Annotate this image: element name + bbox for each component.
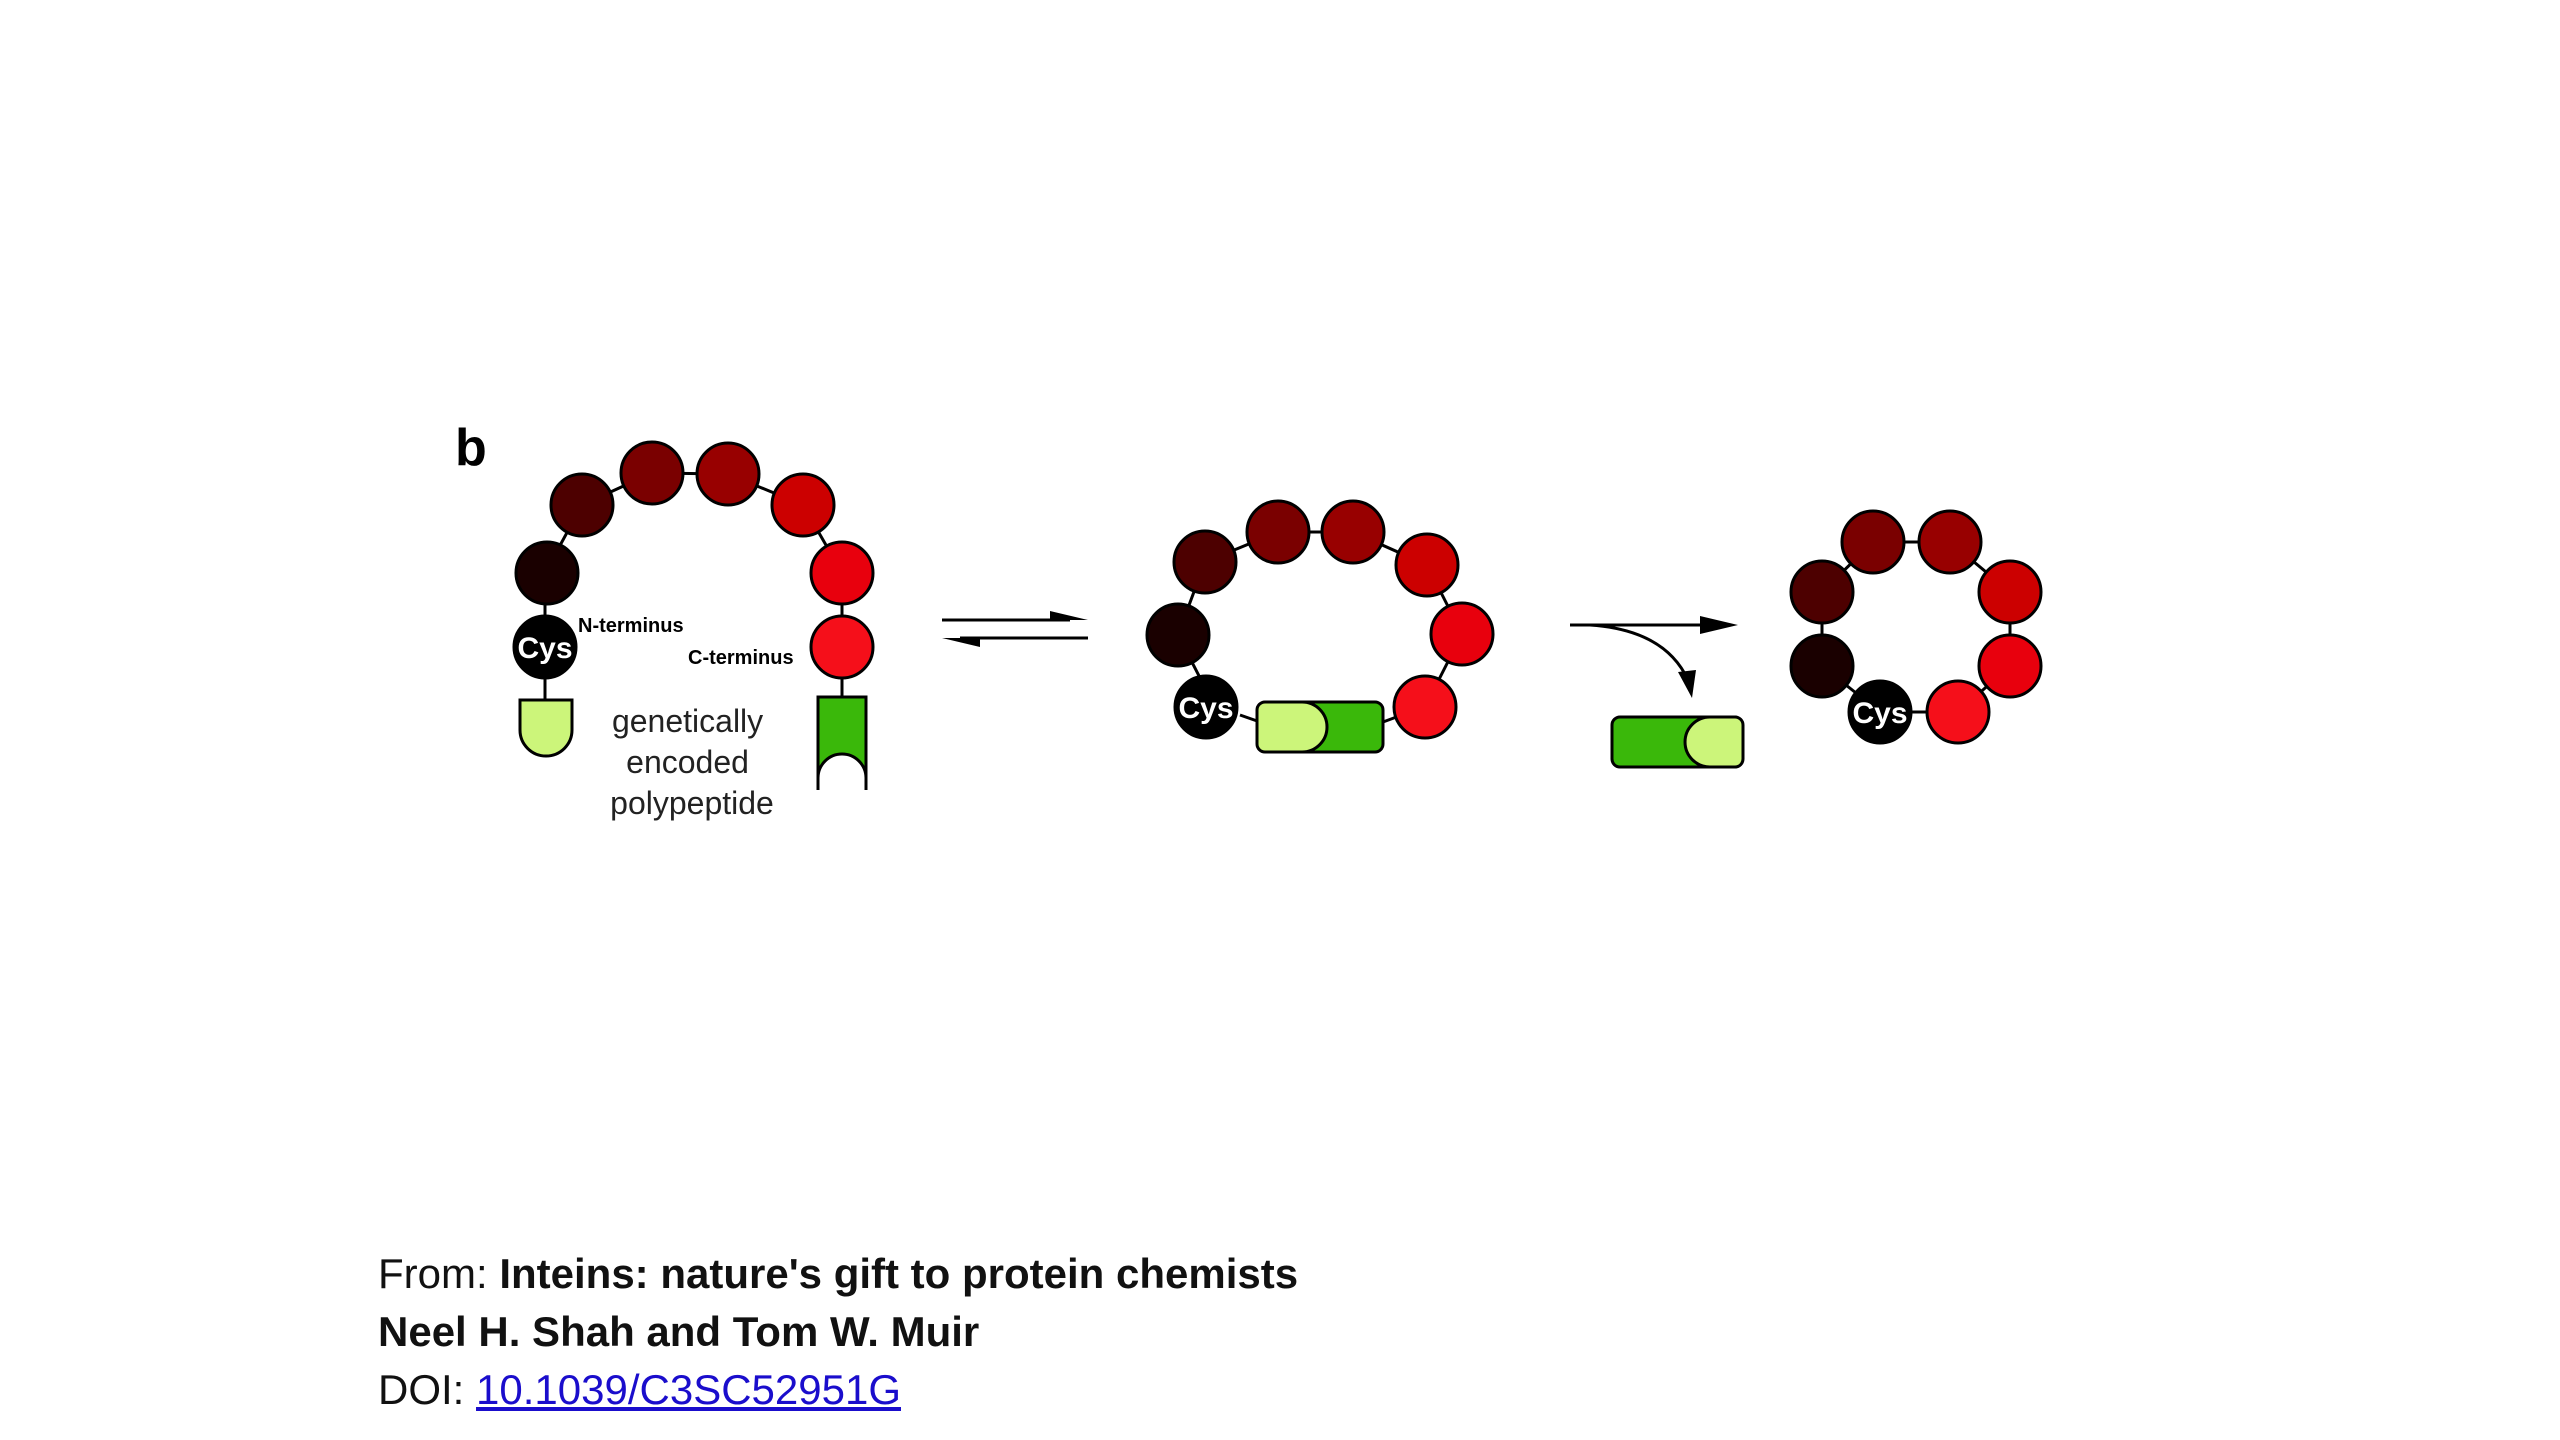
residue — [1172, 529, 1238, 595]
paper-title: Inteins: nature's gift to protein chemis… — [499, 1250, 1299, 1297]
residue — [514, 540, 580, 606]
n-terminus-label: N-terminus — [578, 615, 684, 637]
doi-link[interactable]: 10.1039/C3SC52951G — [476, 1366, 901, 1413]
residue — [1245, 499, 1311, 565]
precursor-polypeptide: Cys N-terminus C-terminus genetically en… — [512, 440, 875, 821]
residue — [1145, 602, 1211, 668]
cys-residue — [512, 614, 578, 680]
intein-n-fragment — [1683, 715, 1745, 769]
cys-residue — [1173, 674, 1239, 740]
residue — [619, 440, 685, 506]
caption-doi-line: DOI: 10.1039/C3SC52951G — [378, 1361, 1298, 1419]
from-prefix: From: — [378, 1250, 500, 1297]
residue — [770, 472, 836, 538]
residue — [1394, 532, 1460, 598]
residue — [1320, 499, 1386, 565]
residue — [1925, 679, 1991, 745]
residue — [1429, 601, 1495, 667]
residue — [1789, 559, 1855, 625]
cys-label: Cys — [517, 632, 572, 665]
residue — [809, 614, 875, 680]
cys-residue — [1847, 679, 1913, 745]
cys-label: Cys — [1178, 692, 1233, 725]
intein-n-fragment — [518, 698, 574, 758]
released-intein — [1610, 715, 1745, 769]
residue — [1917, 509, 1983, 575]
residue — [1977, 559, 2043, 625]
figure-caption: From: Inteins: nature's gift to protein … — [378, 1245, 1298, 1419]
residue — [1840, 509, 1906, 575]
intein-c-fragment — [816, 695, 868, 790]
c-terminus-label: C-terminus — [688, 647, 794, 669]
residue — [1392, 674, 1458, 740]
reaction-arrow — [1570, 616, 1738, 698]
residue — [1789, 633, 1855, 699]
residue — [695, 441, 761, 507]
cyclic-product: Cys — [1789, 509, 2043, 745]
intein-n-fragment — [1255, 700, 1329, 754]
cyclic-intermediate: Cys — [1145, 499, 1495, 754]
paper-authors: Neel H. Shah and Tom W. Muir — [378, 1308, 980, 1355]
panel-label: b — [455, 419, 487, 477]
doi-prefix: DOI: — [378, 1366, 477, 1413]
residue — [549, 472, 615, 538]
caption-source-line: From: Inteins: nature's gift to protein … — [378, 1245, 1298, 1303]
residue — [809, 540, 875, 606]
equilibrium-arrow — [942, 611, 1088, 647]
residue — [1977, 633, 2043, 699]
cys-label: Cys — [1852, 697, 1907, 730]
polypeptide-label: genetically encoded polypeptide — [610, 703, 774, 821]
